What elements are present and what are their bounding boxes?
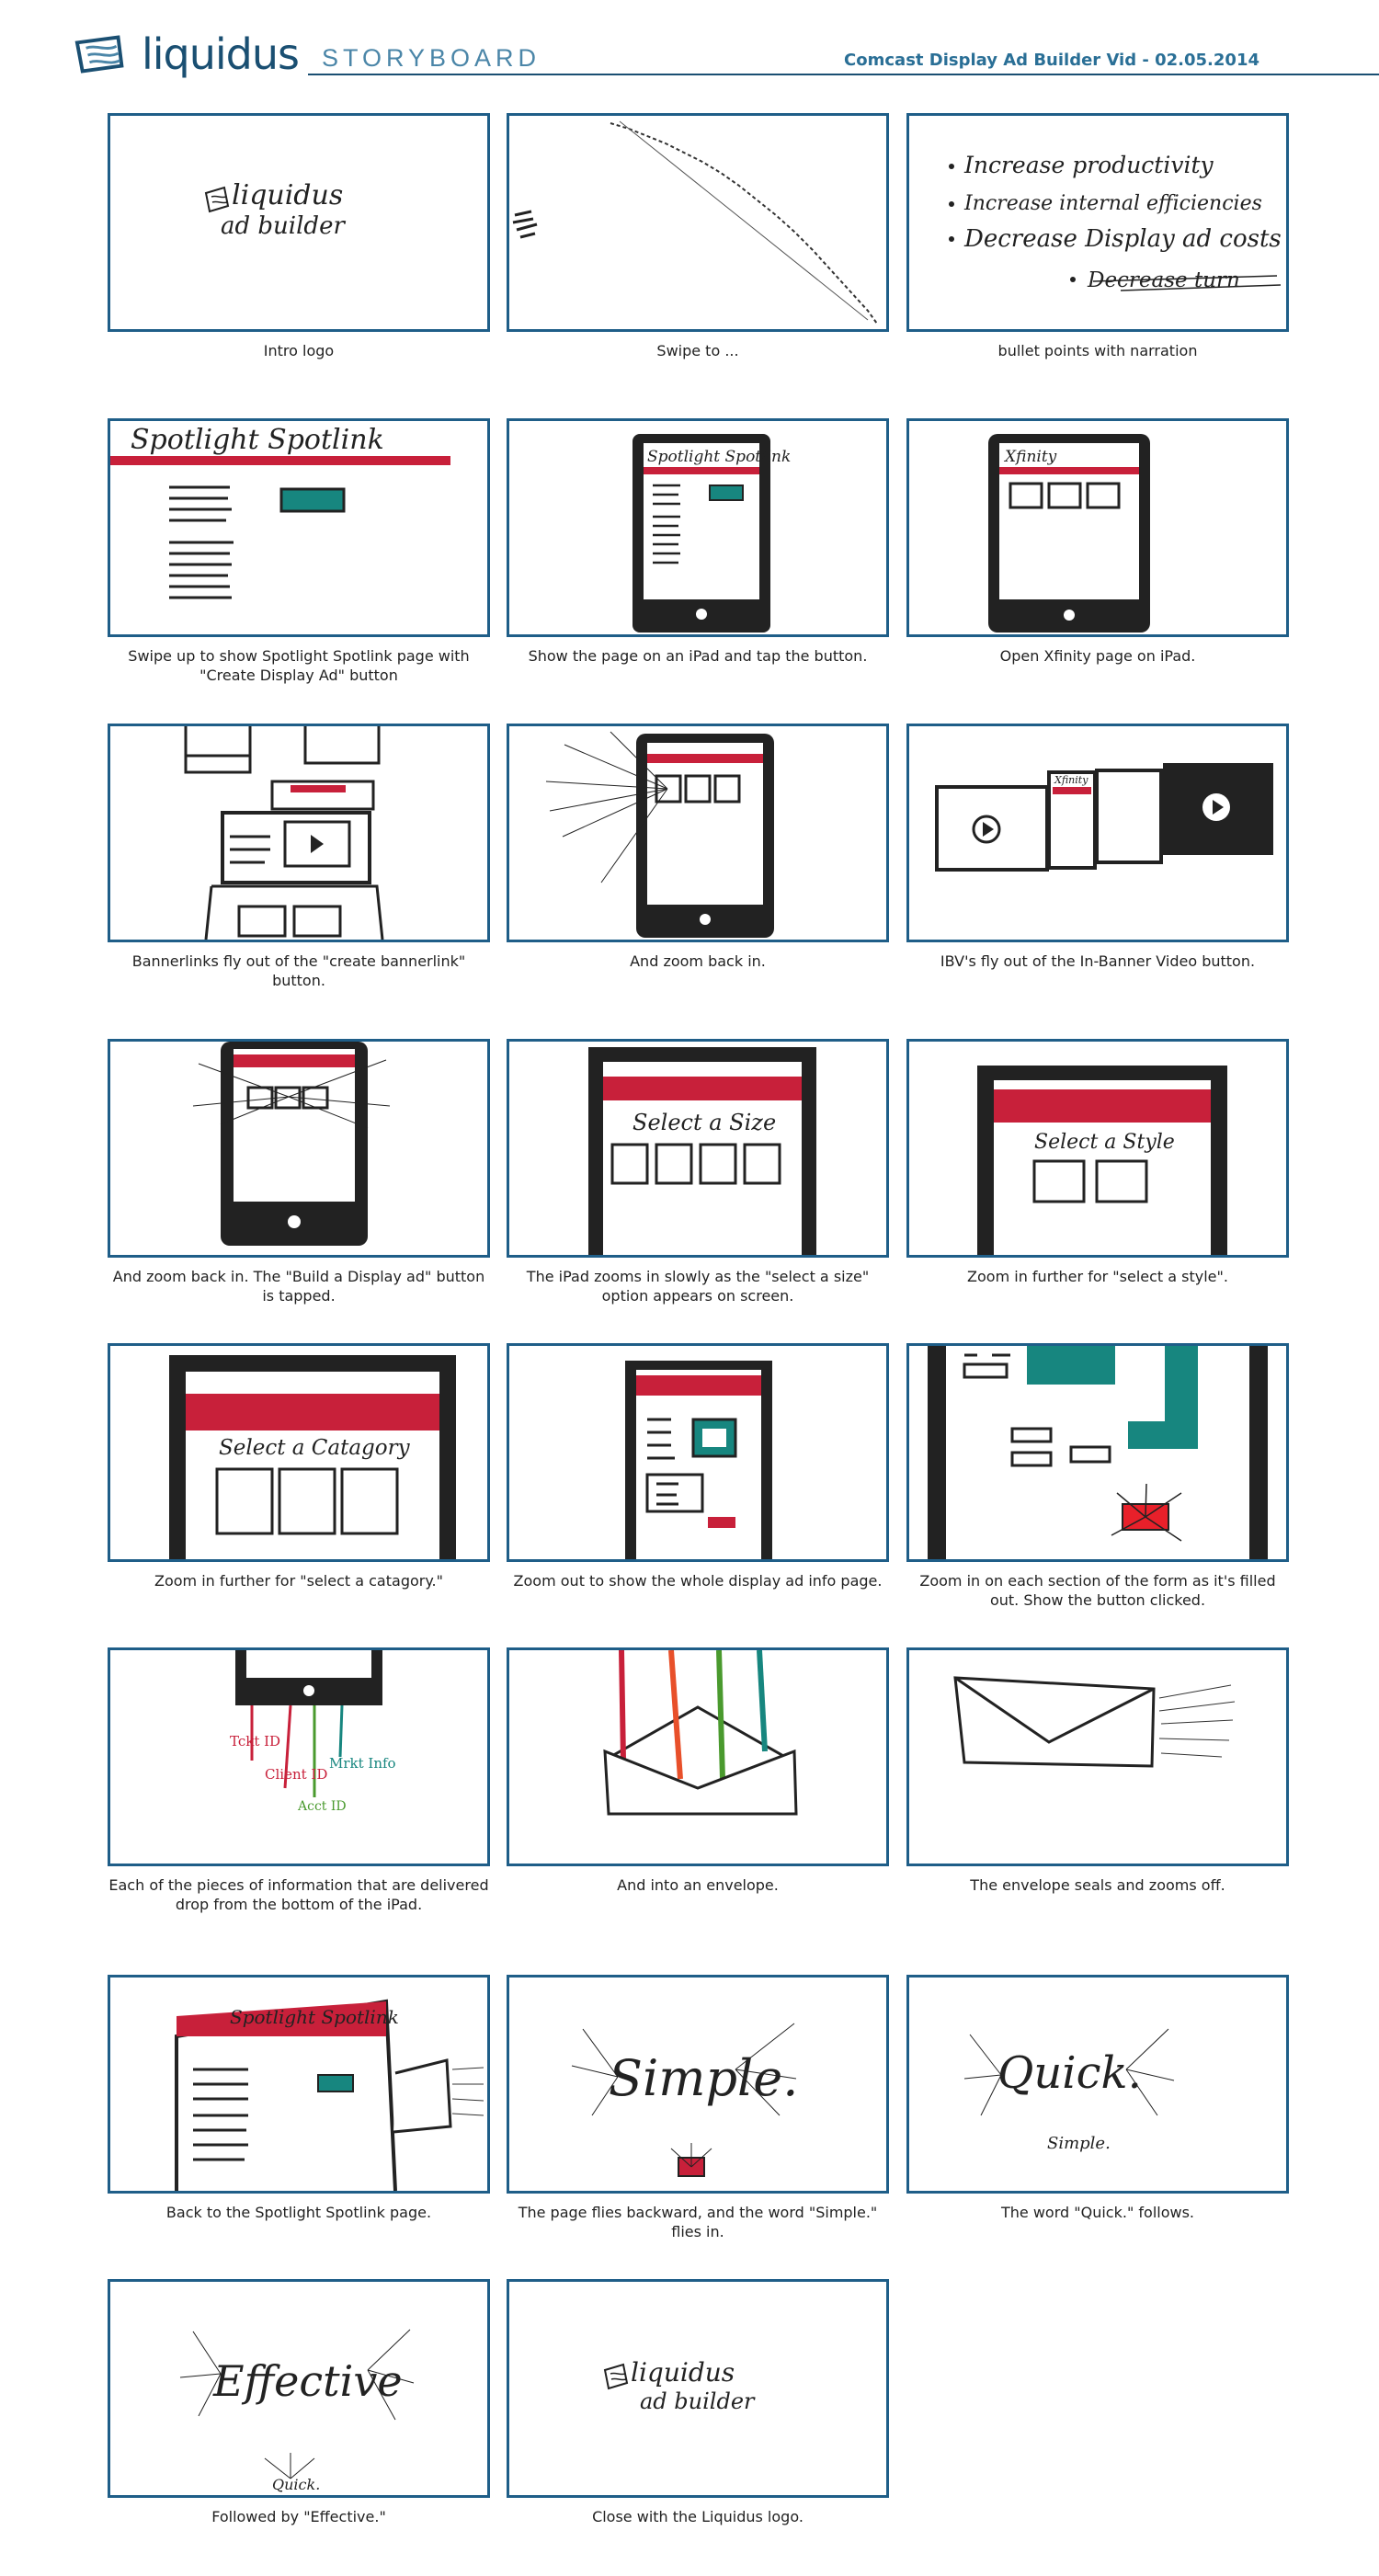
- frame-caption: Close with the Liquidus logo.: [592, 2508, 803, 2525]
- frame-caption: Followed by "Effective.": [211, 2508, 386, 2525]
- frame-caption: And into an envelope.: [617, 1876, 779, 1894]
- frame-caption: Bannerlinks fly out of the "create banne…: [131, 952, 466, 989]
- select-size-title: Select a Size: [633, 1110, 776, 1135]
- frame-sketch: liquidus ad builder: [507, 2279, 889, 2498]
- bullet-3: Decrease Display ad costs: [963, 225, 1282, 253]
- frame-sketch: Select a Catagory: [108, 1343, 490, 1562]
- frame-sketch: [507, 113, 889, 332]
- frame-caption: The iPad zooms in slowly as the "select …: [526, 1268, 870, 1305]
- frame-sketch: Spotlight Spotlink: [108, 1975, 490, 2194]
- bullet-1: Increase productivity: [963, 152, 1214, 178]
- frame-caption: Zoom in further for "select a catagory.": [154, 1572, 443, 1590]
- xfinity-title: Xfinity: [1003, 448, 1057, 466]
- frame-sketch: Xfinity: [906, 724, 1289, 942]
- frame-caption: The page flies backward, and the word "S…: [518, 2204, 878, 2240]
- frame-caption: Zoom out to show the whole display ad in…: [513, 1572, 883, 1590]
- frame-caption: Show the page on an iPad and tap the but…: [528, 647, 868, 665]
- storyboard-header: liquidus STORYBOARD Comcast Display Ad B…: [74, 28, 1379, 81]
- quick-word: Quick.: [997, 2047, 1142, 2099]
- select-style-title: Select a Style: [1034, 1131, 1175, 1154]
- frame-sketch: [906, 1343, 1289, 1562]
- frame-sketch: Select a Size: [507, 1039, 889, 1258]
- frame-sketch: liquidus ad builder: [108, 113, 490, 332]
- frame-sketch: Effective Quick.: [108, 2279, 490, 2498]
- frame-caption: Each of the pieces of information that a…: [108, 1876, 489, 1913]
- frame-sketch: Xfinity: [906, 418, 1289, 637]
- frame-sketch: [906, 1647, 1289, 1866]
- frame-sketch: [108, 1039, 490, 1258]
- frame-sketch: [507, 1343, 889, 1562]
- frame-caption: Zoom in on each section of the form as i…: [919, 1572, 1276, 1609]
- sketch-logo-text: liquidus: [232, 179, 343, 211]
- frame-caption: Swipe to ...: [656, 342, 739, 359]
- project-title: Comcast Display Ad Builder Vid - 02.05.2…: [844, 51, 1259, 70]
- sketch-logo-text: liquidus: [631, 2357, 735, 2388]
- frame-sketch: Spotlight Spotlink: [108, 418, 490, 637]
- frame-caption: Swipe up to show Spotlight Spotlink page…: [128, 647, 470, 684]
- market-info-label: Mrkt Info: [329, 1755, 396, 1772]
- frame-caption: And zoom back in. The "Build a Display a…: [112, 1268, 485, 1305]
- frame-caption: Intro logo: [263, 342, 335, 359]
- frame-caption: And zoom back in.: [630, 952, 766, 970]
- simple-word: Simple.: [609, 2049, 798, 2107]
- frame-sketch: Select a Style: [906, 1039, 1289, 1258]
- quick-small-word: Quick.: [272, 2476, 320, 2493]
- frame-sketch: [507, 1647, 889, 1866]
- effective-word: Effective: [212, 2356, 403, 2406]
- frame-sketch: [507, 724, 889, 942]
- page-title-sketch: Spotlight Spotlink: [230, 2006, 399, 2028]
- sketch-logo-subtext: ad builder: [640, 2388, 756, 2414]
- sketch-logo-subtext: ad builder: [221, 212, 346, 240]
- frame-sketch: [108, 724, 490, 942]
- account-id-label: Acct ID: [297, 1799, 347, 1814]
- frame-caption: Open Xfinity page on iPad.: [999, 647, 1196, 665]
- frame-caption: Zoom in further for "select a style".: [967, 1268, 1228, 1285]
- liquidus-logo-icon: [74, 35, 124, 74]
- frame-sketch: Quick. Simple.: [906, 1975, 1289, 2194]
- bullet-2: Increase internal efficiencies: [963, 192, 1262, 215]
- frame-caption: IBV's fly out of the In-Banner Video but…: [940, 952, 1256, 970]
- header-divider: [308, 74, 1379, 75]
- liquidus-logo: liquidus: [74, 29, 300, 79]
- simple-small-word: Simple.: [1047, 2134, 1111, 2153]
- ipad-page-title: Spotlight Spotlink: [647, 448, 791, 466]
- select-category-title: Select a Catagory: [219, 1436, 411, 1460]
- section-label: STORYBOARD: [322, 44, 541, 72]
- frame-caption: The word "Quick." follows.: [1001, 2204, 1194, 2221]
- frame-sketch: Simple.: [507, 1975, 889, 2194]
- xfinity-mini-title: Xfinity: [1054, 774, 1088, 786]
- frame-sketch: Increase productivity Increase internal …: [906, 113, 1289, 332]
- frame-caption: bullet points with narration: [997, 342, 1198, 359]
- page-title-sketch: Spotlight Spotlink: [131, 424, 384, 456]
- frame-caption: Back to the Spotlight Spotlink page.: [165, 2204, 432, 2221]
- frame-caption: The envelope seals and zooms off.: [970, 1876, 1225, 1894]
- logo-wordmark: liquidus: [141, 29, 300, 79]
- frame-sketch: Tckt ID Client ID Acct ID Mrkt Info: [108, 1647, 490, 1866]
- frame-sketch: Spotlight Spotlink: [507, 418, 889, 637]
- client-id-label: Client ID: [265, 1766, 327, 1783]
- ticket-id-label: Tckt ID: [230, 1733, 280, 1750]
